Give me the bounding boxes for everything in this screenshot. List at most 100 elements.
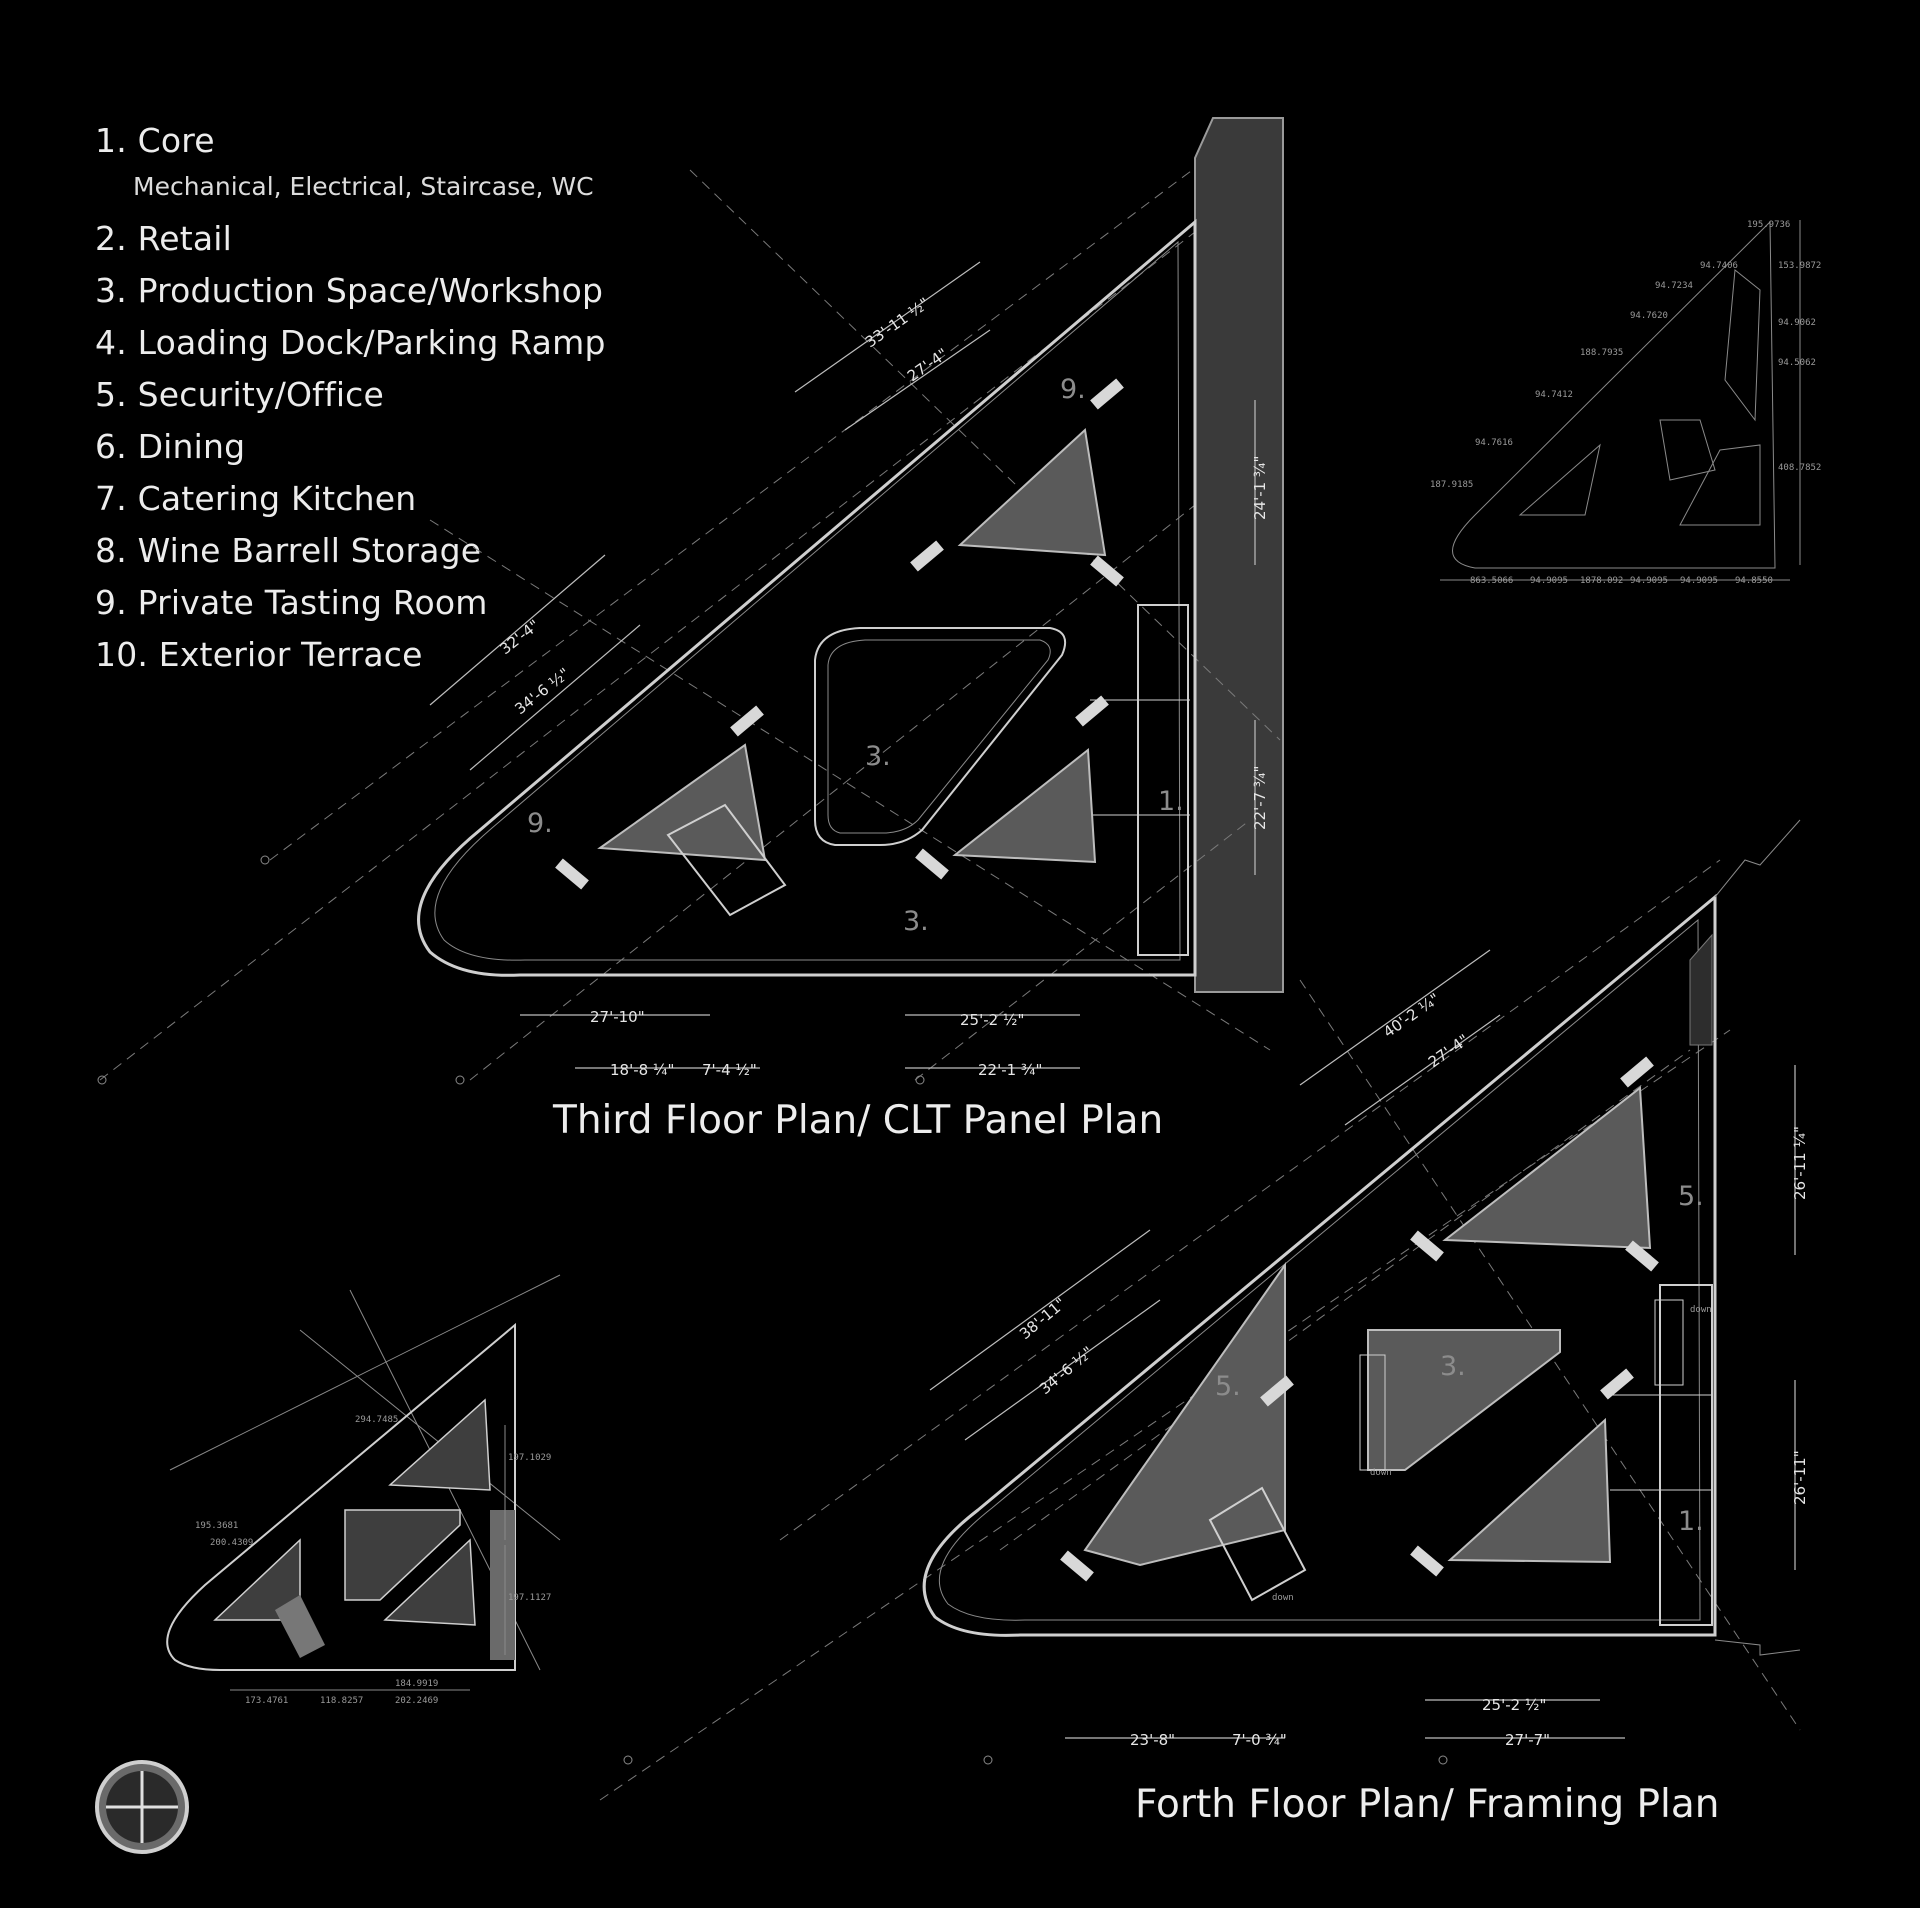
clt-panel bbox=[1083, 1261, 1286, 1567]
dimension-number: 1878.092 bbox=[1580, 576, 1623, 586]
dimension-number: 94.7616 bbox=[1475, 438, 1513, 448]
clt-panel bbox=[597, 743, 767, 862]
dimension-number: 184.9919 bbox=[395, 1679, 438, 1689]
room-label: 3. bbox=[1440, 1351, 1466, 1382]
dimension-label: 22'-1 ¾" bbox=[978, 1061, 1042, 1079]
framing-panel bbox=[1659, 419, 1716, 481]
door bbox=[1410, 1545, 1444, 1577]
grid-line bbox=[99, 231, 1196, 1081]
door bbox=[555, 858, 589, 890]
legend-item: 10. Exterior Terrace bbox=[95, 635, 423, 674]
dimension-number: 188.7935 bbox=[1580, 348, 1623, 358]
dimension-label: 18'-8 ¼" bbox=[610, 1061, 674, 1079]
panel bbox=[383, 1538, 476, 1626]
third-floor-plan: 33'-11 ½" 27'-4" 24'-1 ¾" 32'-4" 34'-6 ½… bbox=[97, 117, 1284, 1085]
clt-panel bbox=[957, 428, 1107, 557]
legend-item: 8. Wine Barrell Storage bbox=[95, 531, 482, 570]
dimension-number: 94.9095 bbox=[1680, 576, 1718, 586]
neighbor-edge bbox=[1714, 819, 1801, 898]
grid-line bbox=[299, 1329, 561, 1541]
room-label: 1. bbox=[1678, 1506, 1704, 1537]
dimension-number: 408.7852 bbox=[1778, 463, 1821, 473]
stair-label: down bbox=[1690, 1305, 1712, 1315]
grid-marker bbox=[1438, 1755, 1448, 1765]
fourth-floor-outline bbox=[922, 893, 1717, 1637]
dimension-label: 27'-4" bbox=[904, 345, 951, 386]
dimension-label: 26'-11 ¼" bbox=[1791, 1126, 1809, 1200]
legend-item: 4. Loading Dock/Parking Ramp bbox=[95, 323, 606, 362]
stair bbox=[1208, 1486, 1307, 1602]
room-label: 9. bbox=[1060, 374, 1086, 405]
legend-item: 7. Catering Kitchen bbox=[95, 479, 417, 518]
dimension-number: 94.7406 bbox=[1700, 261, 1738, 271]
core bbox=[1137, 604, 1189, 956]
legend-item: 6. Dining bbox=[95, 427, 246, 466]
small-plan-outline bbox=[1452, 220, 1776, 569]
dimension-label: 32'-4" bbox=[496, 616, 543, 658]
grid-marker bbox=[623, 1755, 633, 1765]
dimension-line bbox=[794, 261, 981, 393]
dimension-number: 94.9095 bbox=[1530, 576, 1568, 586]
framing-panel bbox=[1679, 444, 1761, 526]
inner-outline bbox=[939, 918, 1701, 1621]
room-label: 3. bbox=[865, 741, 891, 772]
dimension-label: 23'-8" bbox=[1130, 1731, 1175, 1749]
dimension-number: 294.7485 bbox=[355, 1415, 398, 1425]
north-arrow-icon bbox=[95, 1760, 189, 1854]
dimension-number: 94.5062 bbox=[1778, 358, 1816, 368]
door bbox=[1090, 555, 1124, 587]
dimension-label: 40'-2 ¼" bbox=[1380, 990, 1443, 1042]
legend-item: 3. Production Space/Workshop bbox=[95, 271, 604, 310]
production-panel bbox=[1367, 1329, 1561, 1471]
grid-line bbox=[269, 167, 1196, 861]
grid-line bbox=[689, 169, 1281, 741]
dimension-number: 195.9736 bbox=[1747, 220, 1790, 230]
neighbor-edge bbox=[1714, 1639, 1801, 1656]
stair-label: down bbox=[1272, 1593, 1294, 1603]
dimension-number: 197.1127 bbox=[508, 1593, 551, 1603]
grid-marker bbox=[260, 855, 270, 865]
dimension-number: 94.7234 bbox=[1655, 281, 1693, 291]
panel-diagram-small: 294.7485 195.3681 200.4309 197.1029 197.… bbox=[166, 1274, 561, 1706]
legend-item: 2. Retail bbox=[95, 219, 233, 258]
door bbox=[1090, 378, 1124, 410]
door bbox=[915, 848, 949, 880]
dimension-number: 187.9185 bbox=[1430, 480, 1473, 490]
dimension-label: 34'-6 ½" bbox=[1036, 1343, 1097, 1398]
grid-line bbox=[999, 1049, 1691, 1551]
dimension-line bbox=[964, 1299, 1161, 1441]
dimension-number: 94.7620 bbox=[1630, 311, 1668, 321]
dimension-line bbox=[469, 624, 641, 771]
door bbox=[1600, 1368, 1634, 1400]
dimension-number: 863.5066 bbox=[1470, 576, 1513, 586]
stair bbox=[275, 1595, 325, 1658]
stair bbox=[666, 803, 787, 917]
dimension-label: 25'-2 ½" bbox=[960, 1011, 1024, 1029]
framing-panel bbox=[1518, 443, 1601, 516]
grid-line bbox=[169, 1274, 561, 1471]
door bbox=[1625, 1240, 1659, 1272]
third-floor-outline bbox=[417, 218, 1197, 977]
dimension-label: 26'-11" bbox=[1791, 1450, 1809, 1505]
dimension-line bbox=[1344, 1014, 1501, 1126]
dimension-line bbox=[429, 554, 606, 706]
door bbox=[1075, 695, 1109, 727]
door bbox=[1620, 1056, 1654, 1088]
dimension-number: 94.9095 bbox=[1630, 576, 1668, 586]
dimension-number: 197.1029 bbox=[508, 1453, 551, 1463]
third-floor-plan-title: Third Floor Plan/ CLT Panel Plan bbox=[553, 1098, 1164, 1143]
production-space-inner bbox=[827, 639, 1051, 834]
stair-hatch bbox=[1689, 933, 1713, 1046]
legend-subitem: Mechanical, Electrical, Staircase, WC bbox=[133, 172, 594, 201]
door bbox=[730, 705, 764, 737]
door bbox=[1060, 1550, 1094, 1582]
room-label: 3. bbox=[903, 906, 929, 937]
framing-panel bbox=[1724, 269, 1761, 422]
grid-line bbox=[599, 1029, 1731, 1801]
grid-marker bbox=[455, 1075, 465, 1085]
room-label: 1. bbox=[1158, 786, 1184, 817]
dimension-number: 153.9872 bbox=[1778, 261, 1821, 271]
stair bbox=[1654, 1299, 1684, 1386]
